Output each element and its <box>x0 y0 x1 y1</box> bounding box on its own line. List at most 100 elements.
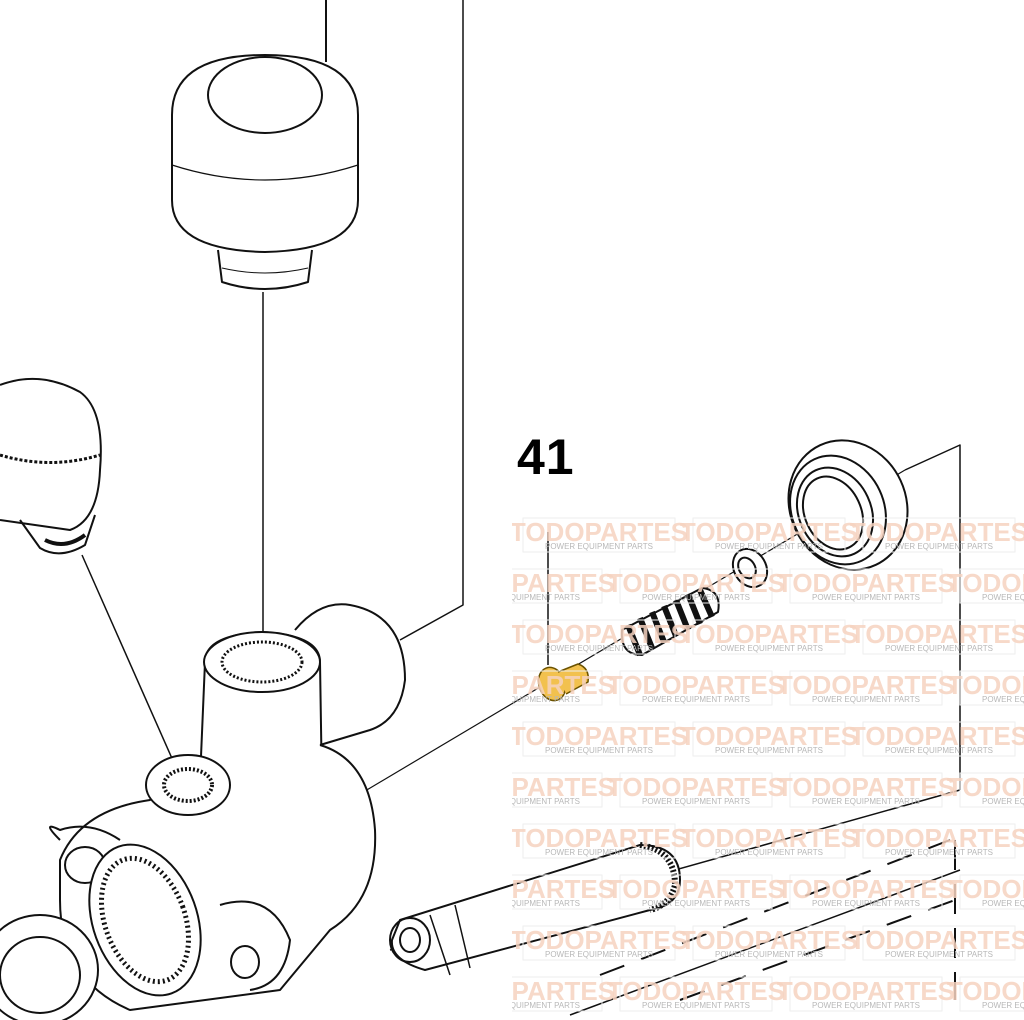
watermark-tagline: POWER EQUIPMENT PARTS <box>715 644 823 653</box>
watermark-brand: TODOPARTES <box>850 925 1024 955</box>
watermark-box <box>862 721 1016 757</box>
watermark-brand: TODOPARTES <box>850 823 1024 853</box>
watermark-brand: TODOPARTES <box>510 823 688 853</box>
watermark-brand: TODOPARTES <box>680 925 858 955</box>
watermark-brand: TODOPARTES <box>680 823 858 853</box>
watermark-tagline: POWER EQUIPMENT PARTS <box>885 644 993 653</box>
watermark-box <box>512 874 603 910</box>
watermark-tagline: POWER EQUIPMENT PARTS <box>472 899 580 908</box>
watermark-brand: TODOPARTES <box>1020 823 1024 853</box>
watermark-tagline: POWER EQUIPMENT PARTS <box>642 593 750 602</box>
watermark-brand: TODOPARTES <box>1020 619 1024 649</box>
watermark-brand: TODOPARTES <box>437 772 615 802</box>
watermark-tagline: POWER EQUIPMENT PARTS <box>812 1001 920 1010</box>
watermark-tagline: POWER EQUIPMENT PARTS <box>715 848 823 857</box>
leader-line-left-cap <box>81 554 179 773</box>
watermark-tagline: POWER EQUIPMENT PARTS <box>982 593 1024 602</box>
leader-line-lower <box>569 869 961 1016</box>
watermark-brand: TODOPARTES <box>437 976 615 1006</box>
watermark-box <box>789 568 943 604</box>
watermark-box <box>862 517 1016 553</box>
watermark-brand: TODOPARTES <box>777 772 955 802</box>
watermark-box <box>522 721 676 757</box>
watermark-box <box>619 976 773 1012</box>
pressure-cap-left <box>0 377 102 555</box>
watermark-tagline: POWER EQUIPMENT PARTS <box>982 1001 1024 1010</box>
watermark-tagline: POWER EQUIPMENT PARTS <box>982 695 1024 704</box>
watermark-brand: TODOPARTES <box>607 568 785 598</box>
pressure-cap-top <box>171 54 359 290</box>
watermark-box <box>862 925 1016 961</box>
watermark-brand: TODOPARTES <box>607 772 785 802</box>
watermark-tagline: POWER EQUIPMENT PARTS <box>715 746 823 755</box>
watermark-brand: TODOPARTES <box>777 568 955 598</box>
watermark-box <box>692 823 846 859</box>
watermark-tagline: POWER EQUIPMENT PARTS <box>642 797 750 806</box>
watermark-box <box>862 619 1016 655</box>
watermark-tagline: POWER EQUIPMENT PARTS <box>982 899 1024 908</box>
watermark-brand: TODOPARTES <box>437 568 615 598</box>
watermark-brand: TODOPARTES <box>680 721 858 751</box>
watermark-brand: TODOPARTES <box>1020 721 1024 751</box>
watermark-brand: TODOPARTES <box>510 925 688 955</box>
spring <box>620 587 720 657</box>
dashed-line-1 <box>599 839 951 976</box>
watermark-box <box>692 619 846 655</box>
watermark-brand: TODOPARTES <box>1020 517 1024 547</box>
watermark-tagline: POWER EQUIPMENT PARTS <box>885 542 993 551</box>
watermark-tagline: POWER EQUIPMENT PARTS <box>715 542 823 551</box>
watermark-box <box>692 925 846 961</box>
watermark-brand: TODOPARTES <box>850 619 1024 649</box>
watermark-brand: TODOPARTES <box>510 721 688 751</box>
watermark-tagline: POWER EQUIPMENT PARTS <box>472 695 580 704</box>
watermark-box <box>789 874 943 910</box>
watermark-tagline: POWER EQUIPMENT PARTS <box>812 899 920 908</box>
watermark-tagline: POWER EQUIPMENT PARTS <box>642 695 750 704</box>
valve-body <box>0 603 406 1020</box>
watermark-tagline: POWER EQUIPMENT PARTS <box>545 644 653 653</box>
watermark-tagline: POWER EQUIPMENT PARTS <box>472 797 580 806</box>
watermark-tagline: POWER EQUIPMENT PARTS <box>642 1001 750 1010</box>
watermark-box <box>959 568 1024 604</box>
watermark-brand: TODOPARTES <box>777 874 955 904</box>
watermark-tagline: POWER EQUIPMENT PARTS <box>812 797 920 806</box>
watermark-brand: TODOPARTES <box>947 976 1024 1006</box>
watermark-box <box>959 670 1024 706</box>
watermark-tagline: POWER EQUIPMENT PARTS <box>885 848 993 857</box>
watermark-brand: TODOPARTES <box>437 874 615 904</box>
watermark-box <box>692 517 846 553</box>
watermark-box <box>619 670 773 706</box>
watermark-brand: TODOPARTES <box>607 670 785 700</box>
watermark-tagline: POWER EQUIPMENT PARTS <box>885 746 993 755</box>
watermark-tagline: POWER EQUIPMENT PARTS <box>545 746 653 755</box>
watermark-brand: TODOPARTES <box>437 670 615 700</box>
watermark-tagline: POWER EQUIPMENT PARTS <box>472 1001 580 1010</box>
watermark-box <box>789 670 943 706</box>
watermark-brand: TODOPARTES <box>947 670 1024 700</box>
watermark-box <box>692 721 846 757</box>
watermark-box <box>959 976 1024 1012</box>
watermark-brand: TODOPARTES <box>680 619 858 649</box>
watermark-brand: TODOPARTES <box>777 670 955 700</box>
watermark-tagline: POWER EQUIPMENT PARTS <box>545 542 653 551</box>
watermark-brand: TODOPARTES <box>607 976 785 1006</box>
watermark-box <box>959 874 1024 910</box>
watermark-brand: TODOPARTES <box>510 517 688 547</box>
watermark-box <box>512 568 603 604</box>
watermark-tagline: POWER EQUIPMENT PARTS <box>885 950 993 959</box>
watermark-brand: TODOPARTES <box>510 619 688 649</box>
watermark-brand: TODOPARTES <box>947 772 1024 802</box>
watermark-box <box>512 976 603 1012</box>
watermark-tagline: POWER EQUIPMENT PARTS <box>472 593 580 602</box>
watermark-box <box>522 517 676 553</box>
watermark-box <box>522 619 676 655</box>
watermark-brand: TODOPARTES <box>850 721 1024 751</box>
watermark-brand: TODOPARTES <box>607 874 785 904</box>
watermark-box <box>959 772 1024 808</box>
dashed-line-2 <box>679 899 956 1001</box>
watermark-box <box>789 772 943 808</box>
watermark-brand: TODOPARTES <box>1020 925 1024 955</box>
watermark-brand: TODOPARTES <box>850 517 1024 547</box>
watermark-brand: TODOPARTES <box>947 874 1024 904</box>
